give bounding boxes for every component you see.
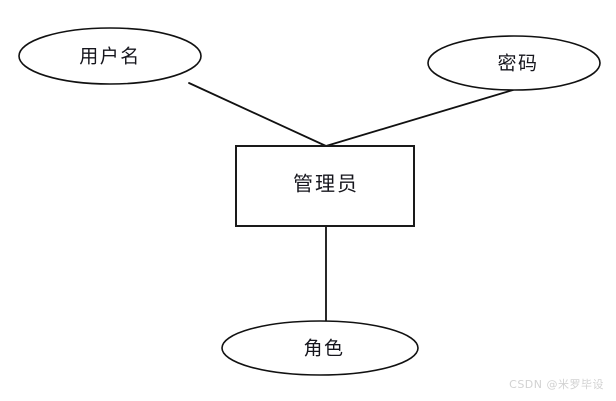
attribute-ellipse-role (221, 320, 419, 376)
entity-rect-administrator (235, 145, 415, 227)
attribute-label-password: 密码 (497, 53, 538, 75)
attribute-ellipse-username (18, 27, 202, 85)
attribute-label-role: 角色 (303, 338, 344, 360)
connector-password-to-admin (325, 89, 514, 147)
attribute-node-role[interactable]: 角色 (221, 320, 419, 376)
attribute-label-username: 用户名 (79, 46, 141, 68)
attribute-node-username[interactable]: 用户名 (18, 27, 202, 85)
watermark-label: CSDN @米罗毕设 (509, 378, 604, 391)
entity-node-administrator[interactable]: 管理员 (235, 145, 415, 227)
attribute-node-password[interactable]: 密码 (427, 35, 601, 91)
connector-username-to-admin (188, 82, 327, 147)
entity-label-administrator: 管理员 (293, 172, 359, 196)
attribute-ellipse-password (427, 35, 601, 91)
